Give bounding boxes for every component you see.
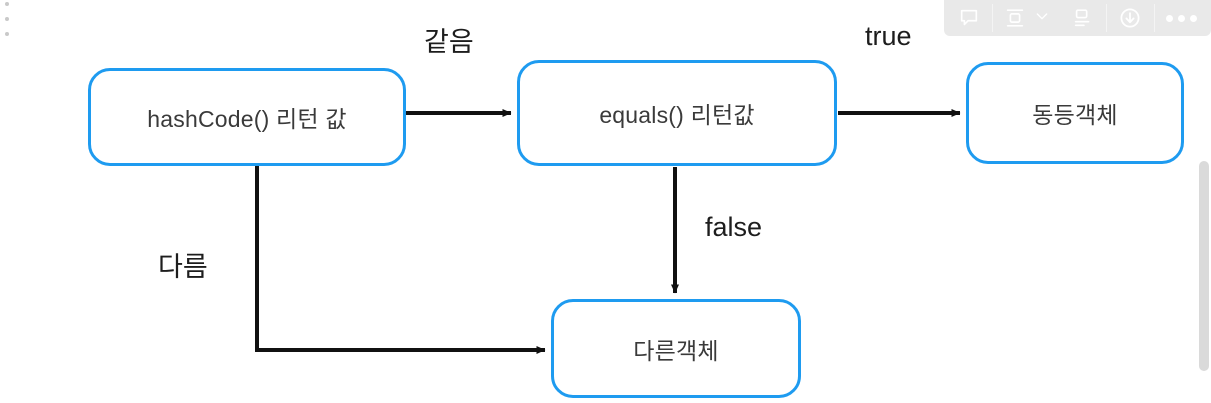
edge-hashcode-to-diff-object [255,165,546,354]
chevron-down-icon [1034,8,1050,29]
fit-page-icon [1004,7,1026,29]
fit-page-dropdown[interactable] [1032,0,1060,36]
edge-label-false: false [705,212,763,242]
comment-icon [958,7,980,29]
vertical-scrollbar[interactable] [1196,36,1211,403]
node-equal-object[interactable]: 동등객체 [966,62,1184,164]
node-diff-object[interactable]: 다른객체 [551,299,801,398]
edge-label-different: 다름 [158,252,208,282]
edge-label-same: 같음 [424,27,474,57]
fit-page-button[interactable] [992,0,1032,36]
edge-label-true: true [865,21,912,51]
layout-button[interactable] [1060,0,1106,36]
drag-handle-dot [5,32,9,36]
node-hashcode[interactable]: hashCode() 리턴 값 [88,68,406,166]
drag-handle-dot [5,2,9,6]
drag-handle[interactable] [3,2,11,36]
node-equals[interactable]: equals() 리턴값 [517,60,837,166]
scrollbar-thumb[interactable] [1199,161,1209,371]
layout-icon [1072,7,1094,29]
comment-button[interactable] [946,0,992,36]
more-options-icon [1166,14,1197,22]
download-button[interactable] [1106,0,1154,36]
viewer-toolbar [944,0,1211,36]
more-options-button[interactable] [1154,0,1209,36]
drag-handle-dot [5,17,9,21]
download-icon [1118,6,1142,30]
